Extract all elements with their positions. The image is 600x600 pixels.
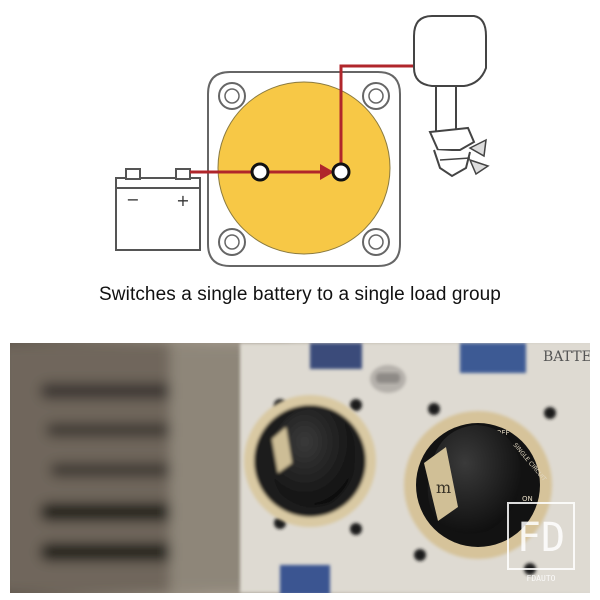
knob-glyph-icon: m bbox=[436, 478, 451, 497]
knob-label-off: OFF bbox=[496, 429, 510, 437]
fdauto-watermark: FD FDAUTO bbox=[507, 502, 575, 583]
battery-switch-panel-photo: BATTE OFF SINGLE CIRCUIT bbox=[10, 343, 590, 593]
watermark-sub: FDAUTO bbox=[527, 574, 556, 583]
battery-positive-symbol: + bbox=[176, 191, 189, 210]
wiring-diagram: − + bbox=[115, 15, 490, 267]
watermark-logo: FD bbox=[517, 515, 565, 561]
battery-negative-symbol: − bbox=[126, 190, 139, 209]
outboard-motor-icon bbox=[413, 15, 490, 178]
panel-label: BATTE bbox=[543, 349, 590, 365]
wire-arrow-icon bbox=[190, 64, 414, 182]
battery-switch-icon bbox=[207, 71, 401, 267]
battery-icon: − + bbox=[115, 168, 201, 251]
diagram-caption: Switches a single battery to a single lo… bbox=[99, 284, 501, 305]
knob-label-on: ON bbox=[522, 495, 533, 503]
